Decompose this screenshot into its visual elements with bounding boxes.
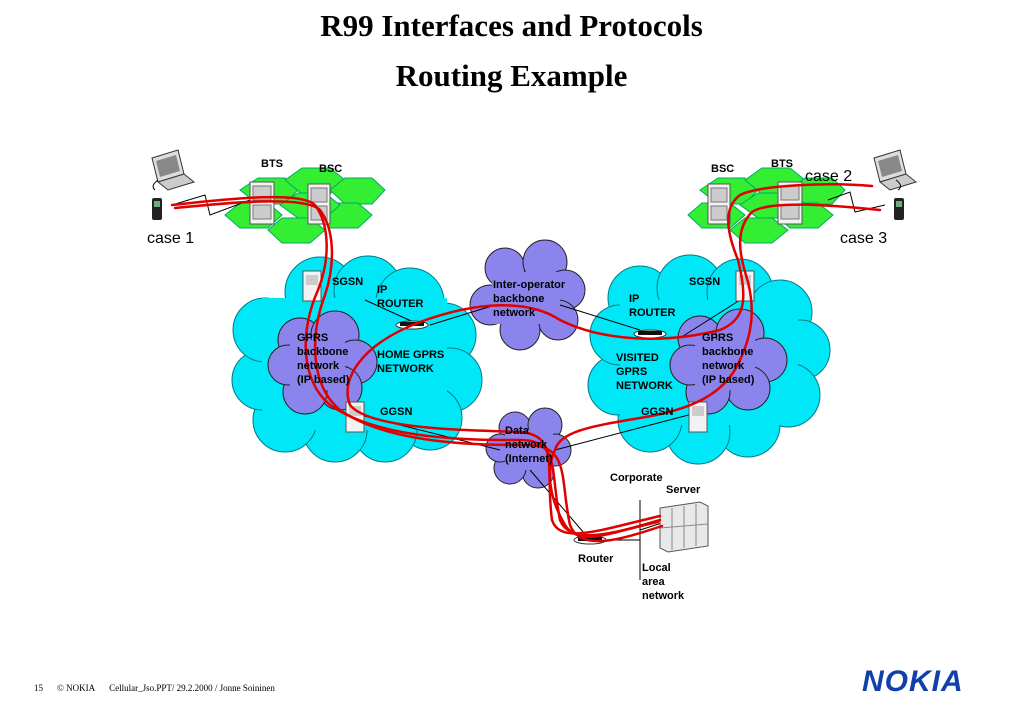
corporate-server xyxy=(659,501,709,553)
ggsn-visited xyxy=(688,401,708,433)
label-gprs-visited: GPRS backbone network (IP based) xyxy=(702,332,756,386)
label-bts-right: BTS xyxy=(771,158,793,170)
label-ip-router-visited: IP ROUTER xyxy=(629,293,676,319)
slide-subtitle: Routing Example xyxy=(395,58,628,93)
footer-page-number: 15 xyxy=(34,683,43,693)
label-case-1: case 1 xyxy=(147,230,194,247)
route-case-1b xyxy=(173,200,664,543)
bts-left xyxy=(249,181,275,225)
label-case-2: case 2 xyxy=(805,168,852,185)
nokia-logo: NOKIA xyxy=(862,665,964,698)
laptop-right xyxy=(873,149,918,191)
label-lan: Local area network xyxy=(642,562,685,602)
bsc-right xyxy=(707,183,731,225)
label-bts-left: BTS xyxy=(261,158,283,170)
label-data-network: Data network (Internet) xyxy=(505,425,553,465)
footer-company: © NOKIA xyxy=(57,683,96,693)
label-bsc-right: BSC xyxy=(711,163,734,175)
route-paths xyxy=(170,183,882,543)
label-server: Server xyxy=(666,484,701,496)
footer-info: Cellular_Jso.PPT/ 29.2.2000 / Jonne Soin… xyxy=(109,683,275,693)
ip-router-visited xyxy=(633,329,667,339)
slide-title: R99 Interfaces and Protocols xyxy=(320,8,703,43)
bsc-left xyxy=(307,183,331,225)
label-gprs-home: GPRS backbone network (IP based) xyxy=(297,332,351,386)
label-router: Router xyxy=(578,553,614,565)
route-case-3 xyxy=(548,203,882,539)
label-ggsn-home: GGSN xyxy=(380,406,412,418)
label-corporate: Corporate xyxy=(610,472,663,484)
label-sgsn-visited: SGSN xyxy=(689,276,720,288)
label-case-3: case 3 xyxy=(840,230,887,247)
label-bsc-left: BSC xyxy=(319,163,342,175)
route-case-1 xyxy=(170,195,662,537)
bts-right xyxy=(777,181,803,225)
route-case-2 xyxy=(346,183,874,535)
label-home-network: HOME GPRS NETWORK xyxy=(377,349,447,375)
footer: 15 © NOKIA Cellular_Jso.PPT/ 29.2.2000 / J… xyxy=(34,683,289,693)
label-ggsn-visited: GGSN xyxy=(641,406,673,418)
phone-right xyxy=(894,179,904,220)
laptop-left xyxy=(151,149,196,191)
phone-left xyxy=(152,179,162,220)
label-sgsn-home: SGSN xyxy=(332,276,363,288)
label-visited-network: VISITED GPRS NETWORK xyxy=(616,352,673,392)
label-ip-router-home: IP ROUTER xyxy=(377,284,424,310)
radio-cell-left xyxy=(224,167,386,244)
label-inter-operator: Inter-operator backbone network xyxy=(493,279,568,319)
